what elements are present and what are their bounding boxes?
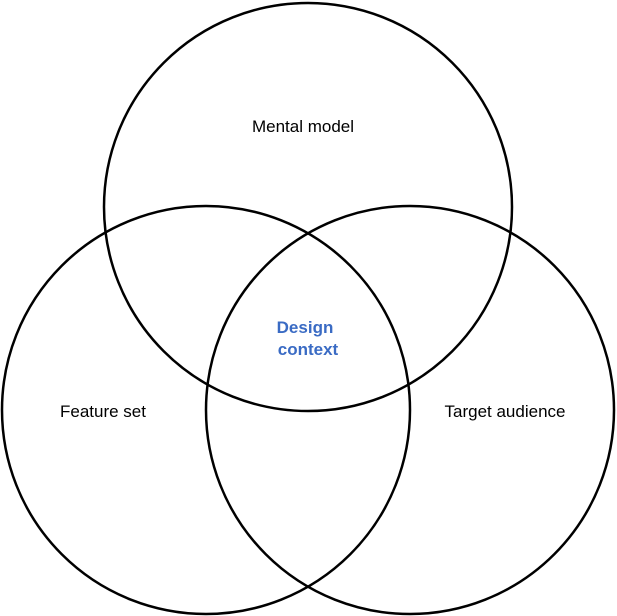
- circle-mental-model: [102, 1, 514, 413]
- circle-target-audience: [204, 204, 616, 616]
- circle-feature-set: [0, 204, 412, 616]
- label-feature-set: Feature set: [60, 402, 146, 421]
- label-design-context-line1: Design: [277, 318, 334, 337]
- label-mental-model: Mental model: [252, 117, 354, 136]
- label-target-audience: Target audience: [445, 402, 566, 421]
- label-design-context-line2: context: [278, 340, 339, 359]
